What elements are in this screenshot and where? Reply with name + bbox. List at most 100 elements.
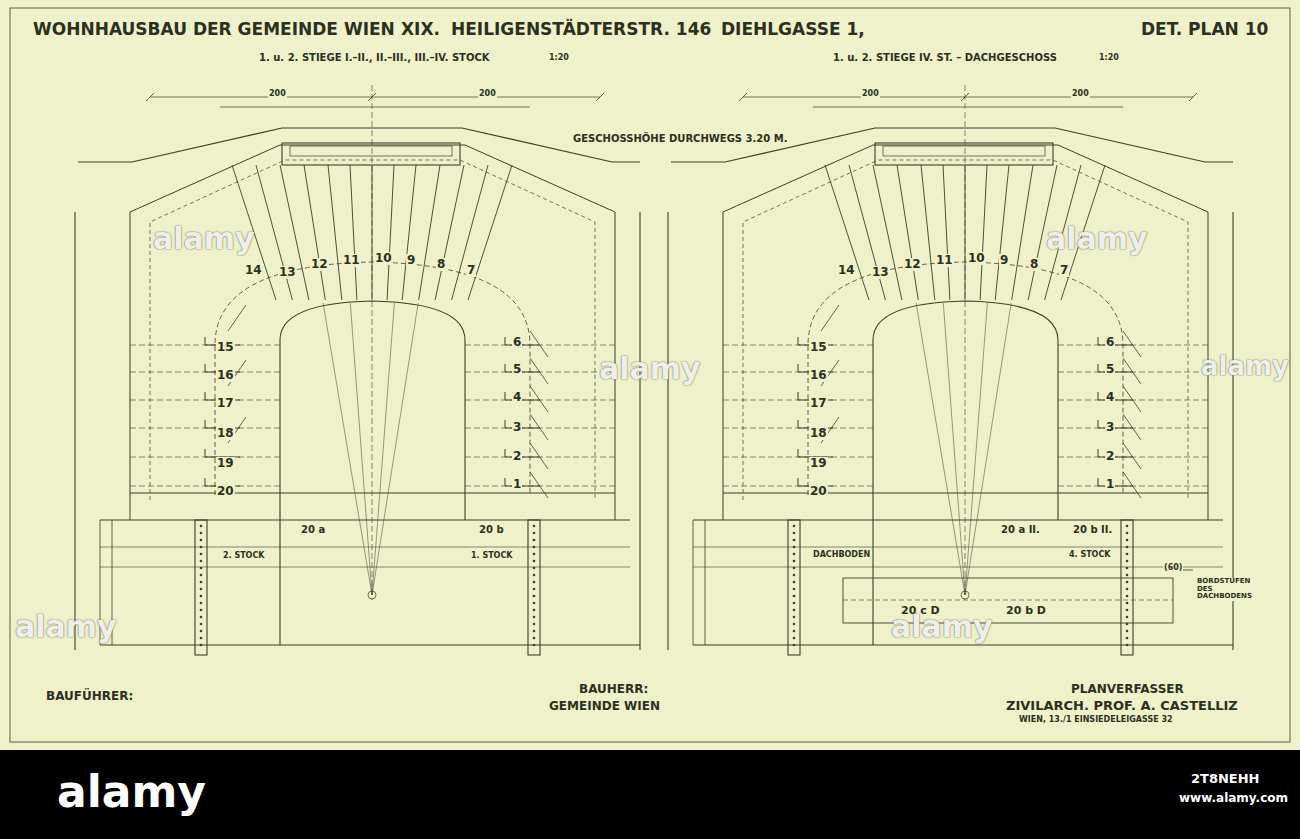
drawing-label: 20 b D (1005, 605, 1047, 617)
stair-plan (668, 85, 1233, 655)
drawing-label: 2. STOCK (222, 552, 265, 561)
winder-tread (280, 165, 309, 300)
drawing-label: 7 (466, 264, 476, 277)
window (875, 143, 1053, 165)
hatch-dot (793, 637, 796, 640)
drawing-label: PLANVERFASSER (1070, 683, 1185, 696)
dimension-line (743, 97, 1193, 98)
drawing-label: 18 (216, 427, 235, 440)
winder-tread (387, 165, 394, 300)
bottom-bar (0, 750, 1300, 839)
hatch-dot (1126, 539, 1129, 542)
hatch-dot (533, 560, 536, 563)
hatch-dot (533, 532, 536, 535)
hatch-dot (533, 539, 536, 542)
hatch-dot (533, 581, 536, 584)
drawing-label: DACHBODEN (812, 551, 871, 560)
leader-line (821, 305, 839, 331)
drawing-label: 14 (837, 264, 856, 277)
winder-tread (435, 165, 464, 300)
hatch-dot (200, 553, 203, 556)
hatch-dot (793, 553, 796, 556)
drawing-label: 13 (278, 266, 297, 279)
drawing-label: 11 (935, 254, 954, 267)
drawing-label: 6 (512, 336, 522, 349)
pivot-point (368, 591, 376, 599)
drawing-label: 20 (809, 485, 828, 498)
dimension-line (220, 107, 530, 108)
winder-tread (849, 165, 885, 300)
drawing-label: 200 (1071, 90, 1090, 99)
drawing-label: 6 (1105, 336, 1115, 349)
hatch-dot (1126, 595, 1129, 598)
drawing-label: 16 (216, 369, 235, 382)
drawing-label: 9 (999, 254, 1009, 267)
leader-line (530, 331, 548, 357)
hatch-dot (1126, 644, 1129, 647)
drawing-label: 20 (216, 485, 235, 498)
hatch-dot (200, 532, 203, 535)
dimension-line (100, 547, 630, 548)
construction-line (965, 303, 1011, 595)
winder-tread (419, 165, 440, 300)
leader-line (530, 358, 548, 384)
leader-line (530, 414, 548, 440)
pivot-point (961, 591, 969, 599)
stair-well (130, 145, 615, 520)
credit-text: 2T8NEHH (1190, 772, 1260, 786)
drawing-label: DET. PLAN 10 (1140, 20, 1269, 39)
hatch-dot (533, 595, 536, 598)
drawing-label: 8 (436, 258, 446, 271)
hatch-dot (1126, 630, 1129, 633)
drawing-label: 1:20 (1098, 54, 1120, 63)
wall-section (1121, 520, 1133, 655)
dimension-line (813, 107, 1123, 108)
stair-well-hidden (743, 160, 1188, 500)
drawing-label: 5 (1105, 363, 1115, 376)
landing-line (723, 493, 1208, 494)
drawing-label: 200 (861, 90, 880, 99)
winder-tread (995, 165, 1009, 300)
center-line (965, 85, 966, 600)
winder-tread (943, 165, 950, 300)
drawing-label: 3 (512, 421, 522, 434)
hatch-dot (200, 567, 203, 570)
drawing-label: 5 (512, 363, 522, 376)
hatch-dot (793, 609, 796, 612)
drawing-label: 1. u. 2. STIEGE I.–II., II.–III., III.–I… (258, 52, 491, 63)
construction-line (323, 303, 372, 595)
hatch-dot (793, 567, 796, 570)
drawing-label: 2 (1105, 450, 1115, 463)
leader-line (1123, 331, 1141, 357)
hatch-dot (1126, 588, 1129, 591)
drawing-label: 20 a (300, 524, 326, 535)
stair-well-hidden (150, 160, 595, 500)
hatch-dot (793, 581, 796, 584)
drawing-label: 17 (809, 397, 828, 410)
construction-line (372, 303, 418, 595)
drawing-label: 3 (1105, 421, 1115, 434)
hatch-dot (1126, 602, 1129, 605)
landing-line (130, 493, 615, 494)
winder-tread (452, 165, 488, 300)
stair-well (723, 145, 1208, 520)
leader-line (228, 305, 246, 331)
drawing-label: 13 (871, 266, 890, 279)
step-profile (798, 449, 833, 457)
drawing-label: 12 (903, 258, 922, 271)
dimension-line (693, 567, 1223, 568)
drawing-label: 20 b II. (1072, 524, 1113, 535)
construction-line (350, 303, 372, 595)
leader-line (1123, 414, 1141, 440)
hatch-dot (793, 623, 796, 626)
credit-text: www.alamy.com (1178, 792, 1289, 805)
hatch-dot (533, 609, 536, 612)
watermark: alamy (14, 610, 118, 643)
construction-line (372, 303, 394, 595)
drawing-label: GESCHOSSHÖHE DURCHWEGS 3.20 M. (572, 133, 788, 144)
drawing-label: 19 (809, 457, 828, 470)
hatch-dot (793, 595, 796, 598)
watermark: alamy (890, 610, 994, 643)
wall-section (788, 520, 800, 655)
window (883, 146, 1045, 156)
